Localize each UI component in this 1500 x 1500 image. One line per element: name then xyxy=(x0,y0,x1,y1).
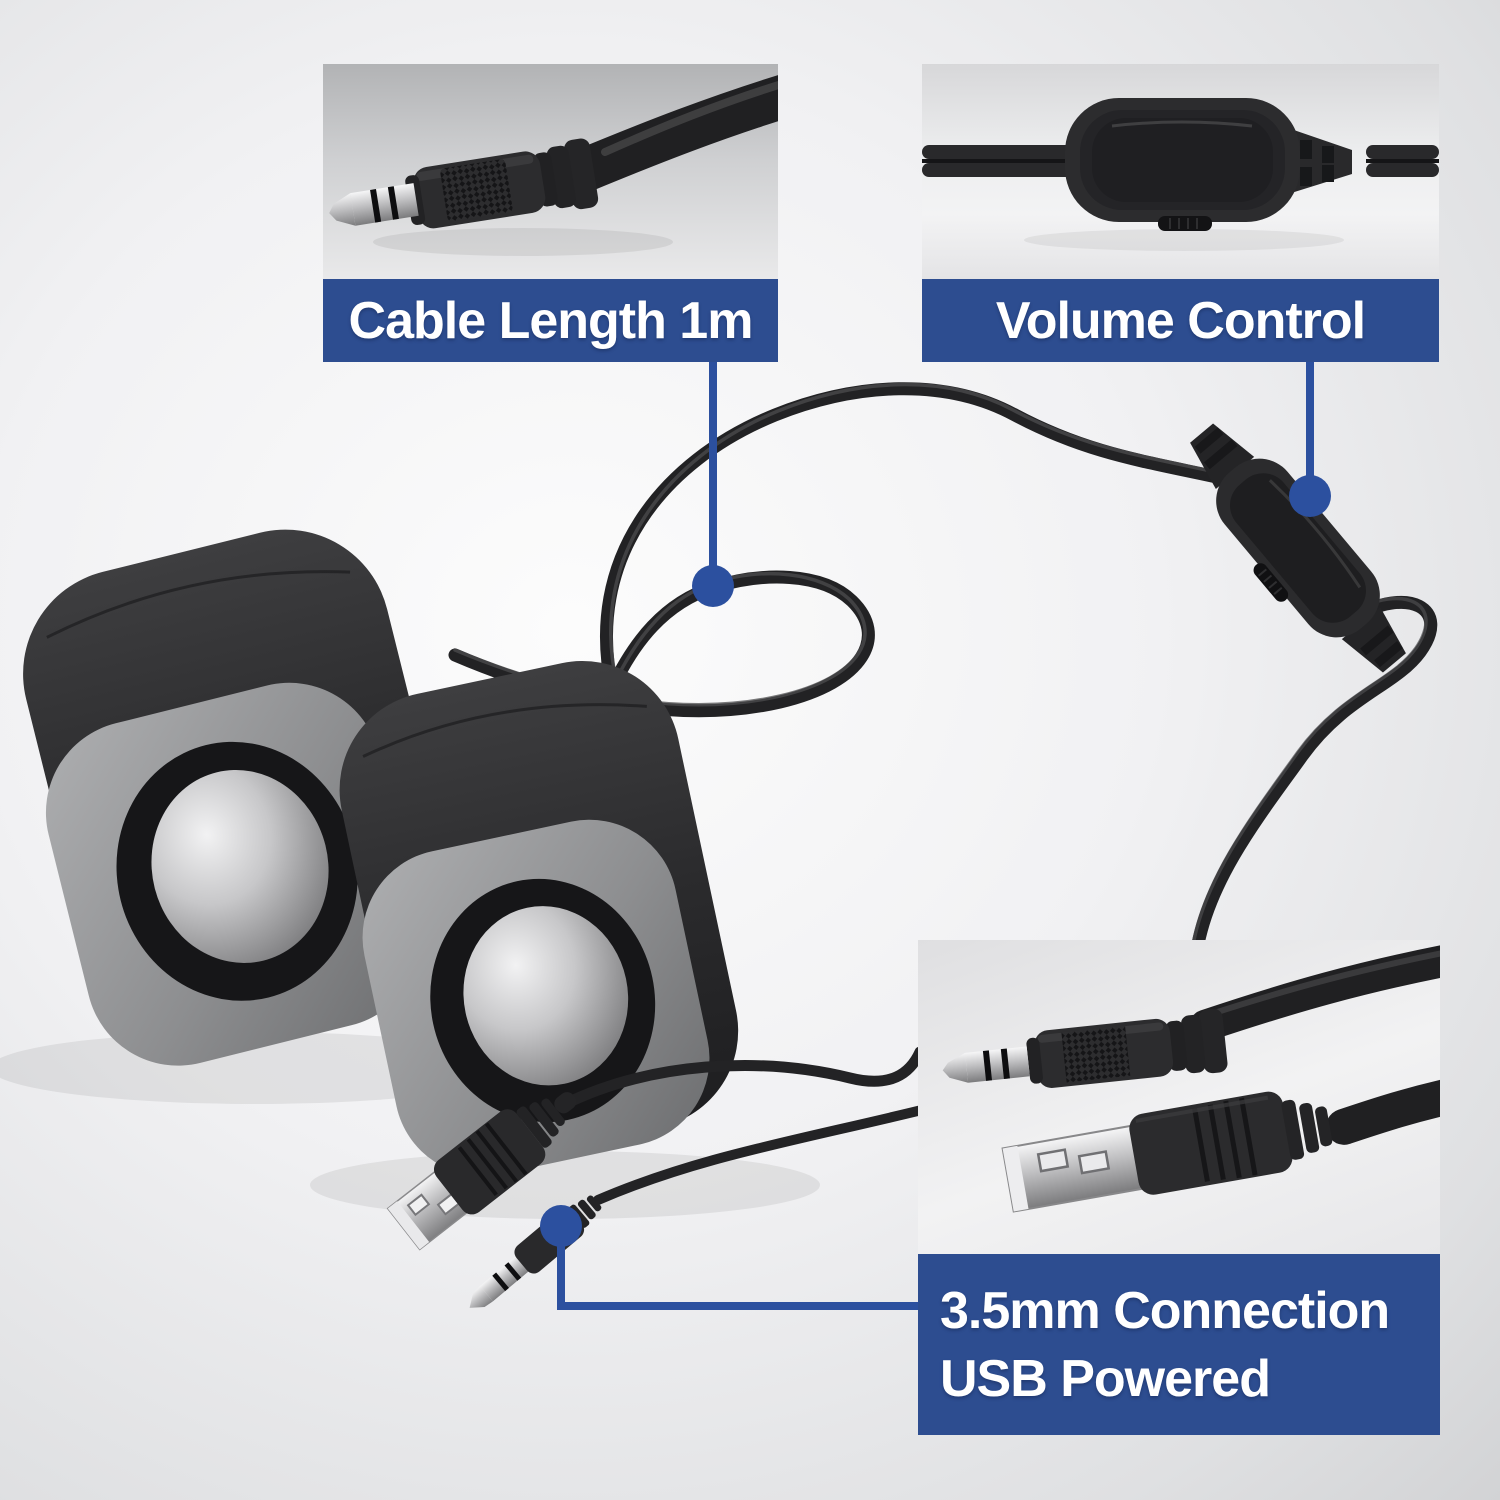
callout-banner-connection: 3.5mm Connection USB Powered xyxy=(918,1254,1440,1435)
leader-connection xyxy=(540,1205,918,1310)
leader-dot xyxy=(692,565,734,607)
audio-jack-photo xyxy=(942,943,1440,1088)
callout-label-line1: 3.5mm Connection xyxy=(940,1281,1390,1340)
leader-dot xyxy=(1289,475,1331,517)
leader-volume-control xyxy=(1289,362,1331,517)
callout-label-line2: USB Powered xyxy=(940,1349,1271,1408)
speaker-cone xyxy=(463,906,629,1086)
flat-cable-left xyxy=(922,145,1074,177)
audio-jack-photo xyxy=(329,75,778,256)
speaker-wires xyxy=(557,1046,935,1205)
cable xyxy=(1189,943,1440,1042)
usb-plug-photo xyxy=(1001,1077,1440,1213)
callout-label: Cable Length 1m xyxy=(348,291,754,350)
cable xyxy=(563,75,778,192)
metal-shaft xyxy=(350,183,419,226)
speaker-left xyxy=(23,529,456,1066)
volume-control-photo xyxy=(922,98,1439,251)
main-cable xyxy=(448,382,1438,951)
speaker-cone xyxy=(151,769,329,963)
jack-tip xyxy=(329,193,356,226)
leader-cable-length xyxy=(692,362,734,607)
photo-inset-connectors xyxy=(918,940,1440,1254)
leader-dot xyxy=(540,1205,582,1247)
callout-label: Volume Control xyxy=(995,291,1366,350)
photo-inset-audio-jack xyxy=(323,64,778,279)
cable xyxy=(1326,1077,1440,1145)
volume-wheel xyxy=(1158,216,1212,231)
usb-plug xyxy=(386,1092,577,1251)
flat-cable-right xyxy=(1366,145,1439,177)
connectors-photo xyxy=(942,943,1440,1213)
speaker-right xyxy=(339,660,739,1176)
callout-banner-cable-length: Cable Length 1m xyxy=(323,279,778,362)
knurl-grip xyxy=(440,159,513,222)
volume-pod xyxy=(1190,423,1406,673)
photo-inset-volume-control xyxy=(922,64,1439,279)
callout-banner-volume-control: Volume Control xyxy=(922,279,1439,362)
